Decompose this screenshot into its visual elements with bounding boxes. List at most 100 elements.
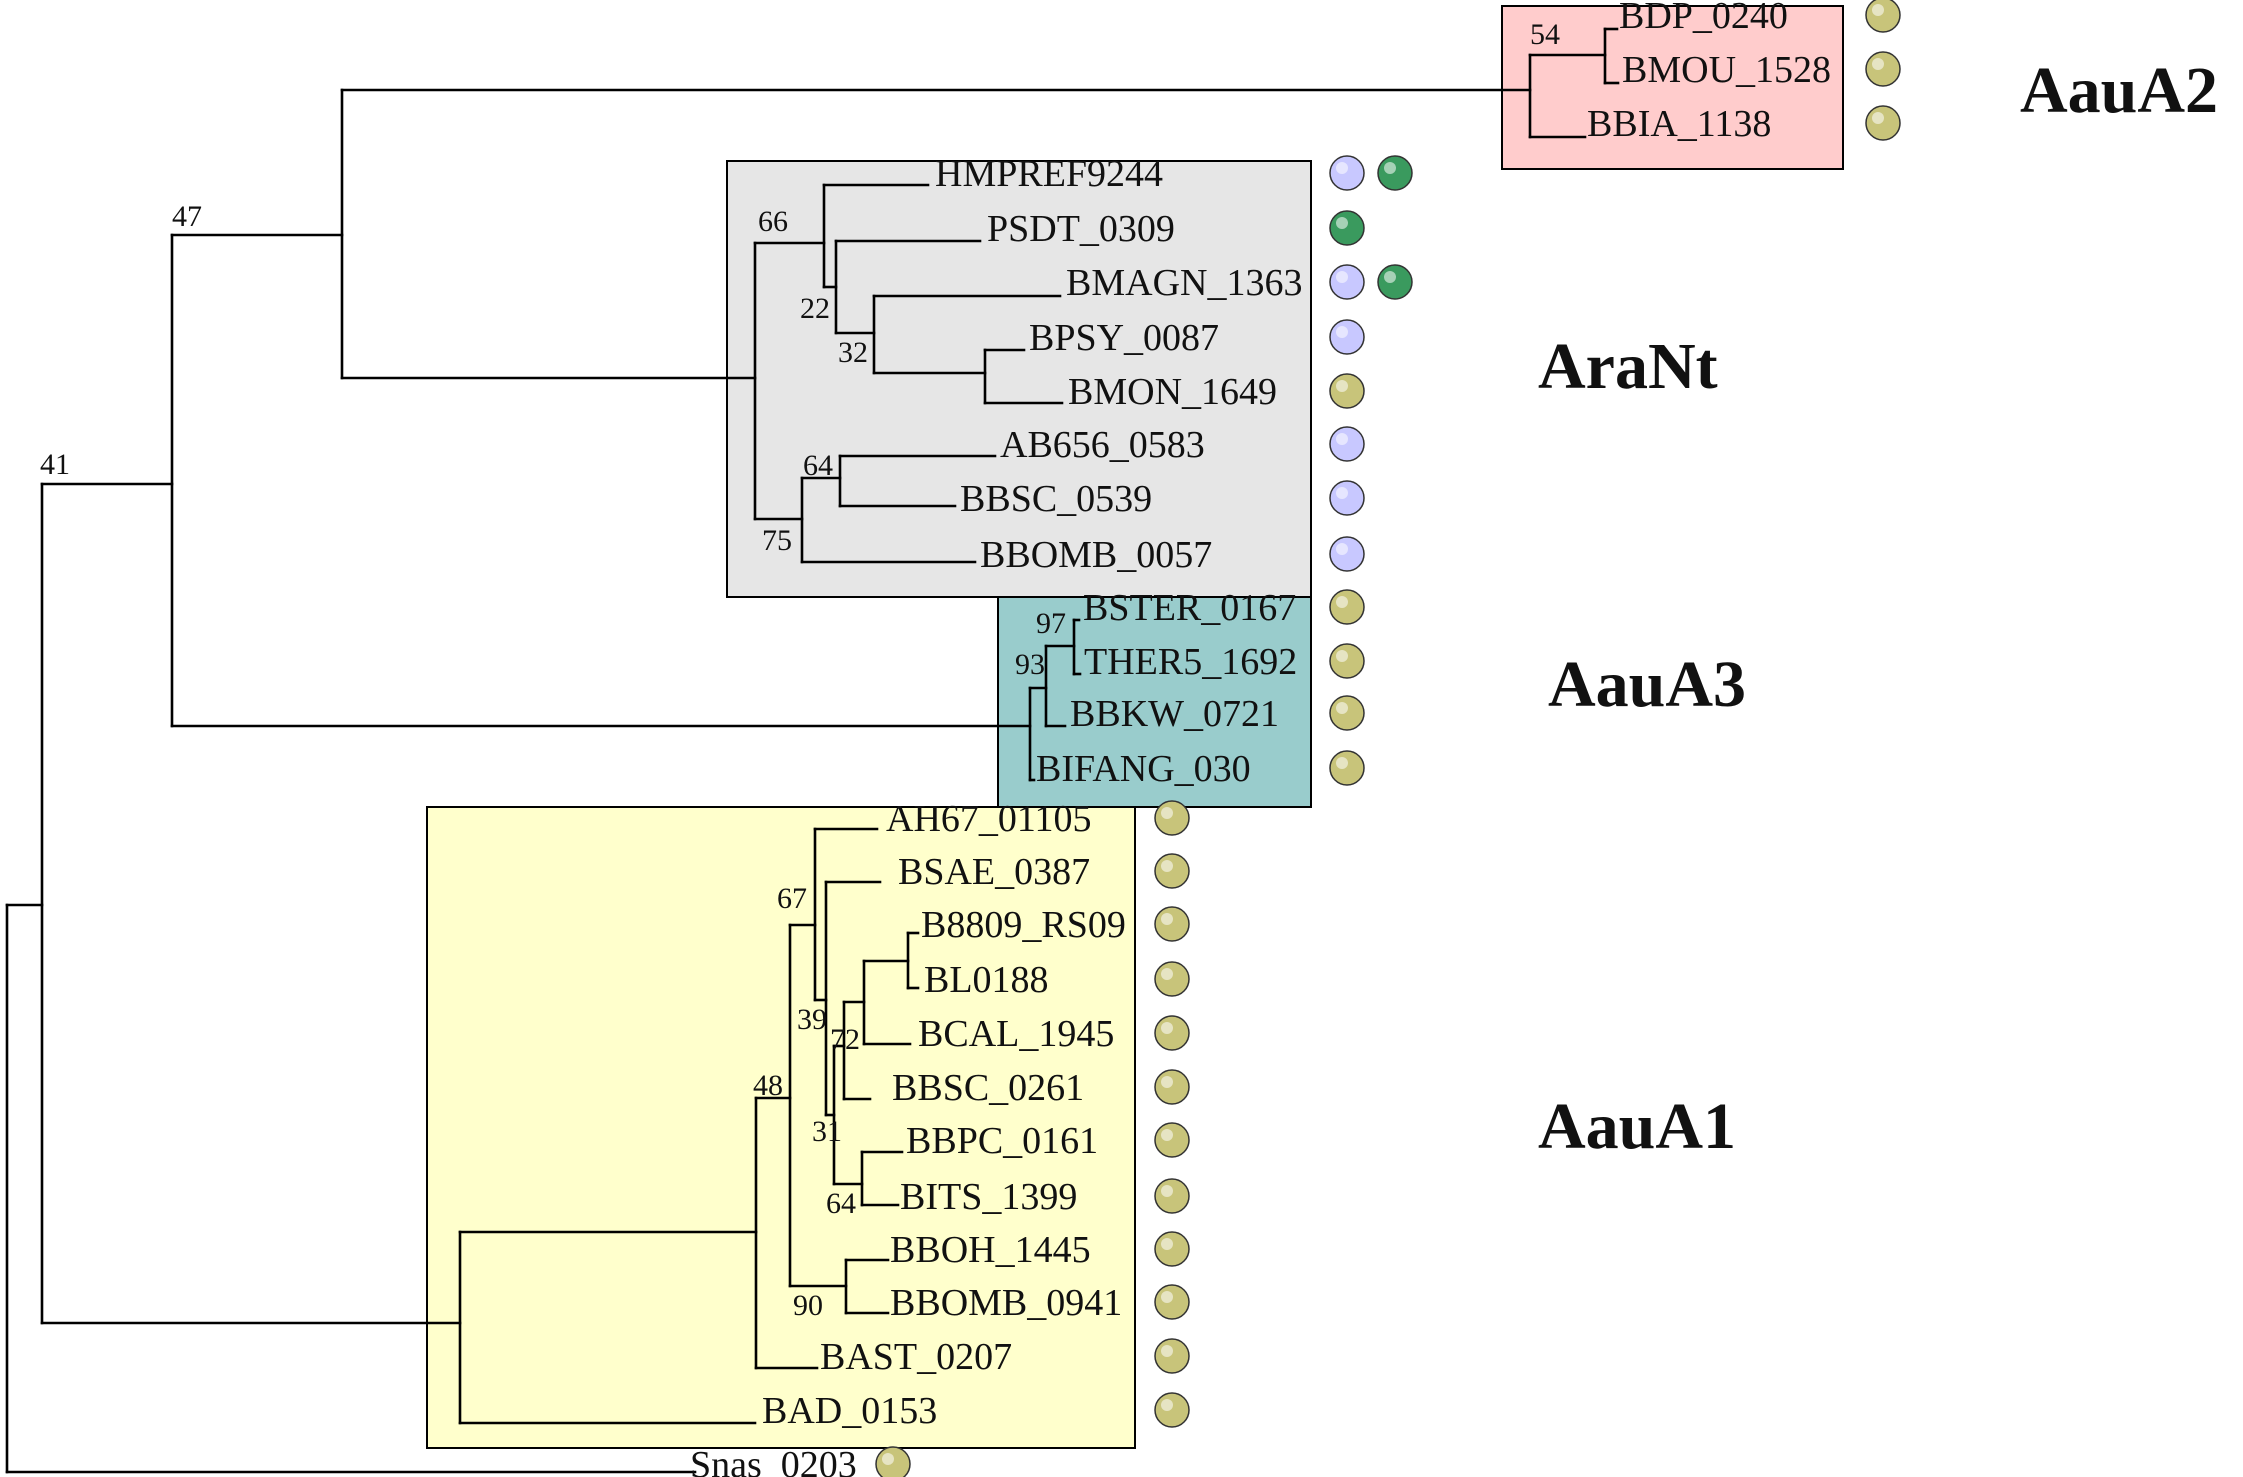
marker-highlight xyxy=(1161,1185,1173,1197)
leaf-label: BDP_0240 xyxy=(1619,0,1788,37)
marker-highlight xyxy=(1161,807,1173,819)
support-values: 54 47 41 66 22 32 64 75 97 93 67 39 72 4… xyxy=(40,18,1560,1322)
leaf-label: BMON_1649 xyxy=(1068,371,1277,413)
clade-box-aaua3 xyxy=(997,596,1312,808)
leaf-label: BBIA_1138 xyxy=(1587,103,1771,145)
clade-label-arant: AraNt xyxy=(1538,330,1718,403)
green-marker xyxy=(1377,155,1413,191)
marker-highlight xyxy=(1336,326,1348,338)
marker-highlight xyxy=(1384,162,1396,174)
olive-marker xyxy=(1154,961,1190,997)
olive-marker xyxy=(1154,1392,1190,1428)
marker-highlight xyxy=(1336,543,1348,555)
purple-marker xyxy=(1329,536,1365,572)
marker-highlight xyxy=(1336,433,1348,445)
leaf-label: BAD_0153 xyxy=(762,1390,937,1432)
olive-marker xyxy=(1154,800,1190,836)
leaf-label: BBOMB_0941 xyxy=(890,1282,1122,1324)
leaf-label: BSTER_0167 xyxy=(1083,587,1296,629)
leaf-label: BL0188 xyxy=(924,959,1049,1001)
olive-marker xyxy=(1329,373,1365,409)
olive-marker xyxy=(1329,750,1365,786)
support-value: 47 xyxy=(172,200,202,233)
olive-marker xyxy=(1154,853,1190,889)
purple-marker xyxy=(1329,155,1365,191)
leaf-label: PSDT_0309 xyxy=(987,208,1175,250)
leaf-label: AH67_01105 xyxy=(886,798,1091,840)
olive-marker xyxy=(1329,695,1365,731)
support-value: 54 xyxy=(1530,18,1560,51)
tree-branches xyxy=(5,27,1620,1474)
leaf-label: BMAGN_1363 xyxy=(1066,262,1302,304)
marker-highlight xyxy=(1161,1129,1173,1141)
marker-highlight xyxy=(1336,596,1348,608)
leaf-label: BBOMB_0057 xyxy=(980,534,1212,576)
support-value: 97 xyxy=(1036,607,1066,640)
support-value: 72 xyxy=(830,1023,860,1056)
green-marker xyxy=(1329,210,1365,246)
marker-highlight xyxy=(1161,1076,1173,1088)
green-marker xyxy=(1377,264,1413,300)
olive-marker xyxy=(1154,1231,1190,1267)
marker-highlight xyxy=(1336,380,1348,392)
olive-marker xyxy=(1865,51,1901,87)
support-value: 31 xyxy=(812,1115,842,1148)
olive-marker xyxy=(1154,906,1190,942)
support-value: 64 xyxy=(803,449,833,482)
olive-marker xyxy=(1154,1069,1190,1105)
purple-marker xyxy=(1329,264,1365,300)
marker-highlight xyxy=(1336,650,1348,662)
clade-labels: AauA2 AraNt AauA3 AauA1 xyxy=(1538,54,2218,1163)
olive-marker xyxy=(1154,1178,1190,1214)
clade-box-aaua1 xyxy=(426,806,1136,1449)
support-value: 93 xyxy=(1015,648,1045,681)
clade-label-aaua2: AauA2 xyxy=(2020,54,2218,127)
clade-label-aaua1: AauA1 xyxy=(1538,1090,1736,1163)
clade-label-aaua3: AauA3 xyxy=(1548,648,1746,721)
marker-highlight xyxy=(1336,162,1348,174)
olive-marker xyxy=(1865,105,1901,141)
leaf-label: BBKW_0721 xyxy=(1070,693,1279,735)
marker-highlight xyxy=(1161,1399,1173,1411)
leaf-label: BBOH_1445 xyxy=(890,1229,1091,1271)
support-value: 66 xyxy=(758,205,788,238)
leaf-label: BBPC_0161 xyxy=(906,1120,1098,1162)
leaf-label: BCAL_1945 xyxy=(918,1013,1114,1055)
marker-highlight xyxy=(1872,58,1884,70)
olive-marker xyxy=(1154,1338,1190,1374)
marker-highlight xyxy=(1336,702,1348,714)
marker-highlight xyxy=(1161,1345,1173,1357)
marker-highlight xyxy=(1336,217,1348,229)
marker-highlight xyxy=(1336,757,1348,769)
olive-marker xyxy=(1329,643,1365,679)
leaf-label: Snas_0203 xyxy=(690,1444,857,1477)
marker-highlight xyxy=(1161,1291,1173,1303)
marker-highlight xyxy=(1161,913,1173,925)
leaf-label: THER5_1692 xyxy=(1084,641,1297,683)
marker-highlight xyxy=(1336,487,1348,499)
leaf-label: BBSC_0261 xyxy=(892,1067,1084,1109)
olive-marker xyxy=(1329,589,1365,625)
marker-highlight xyxy=(1161,968,1173,980)
support-value: 48 xyxy=(753,1069,783,1102)
support-value: 67 xyxy=(777,882,807,915)
marker-highlight xyxy=(882,1453,894,1465)
leaf-label: B8809_RS09 xyxy=(921,904,1126,946)
marker-highlight xyxy=(1161,1238,1173,1250)
marker-highlight xyxy=(1161,1022,1173,1034)
leaf-label: HMPREF9244 xyxy=(935,153,1163,195)
support-value: 75 xyxy=(762,524,792,557)
leaf-label: BAST_0207 xyxy=(820,1336,1012,1378)
leaf-label: AB656_0583 xyxy=(1000,424,1205,466)
support-value: 32 xyxy=(838,336,868,369)
purple-marker xyxy=(1329,480,1365,516)
support-value: 64 xyxy=(826,1187,856,1220)
support-value: 22 xyxy=(800,292,830,325)
leaf-label: BSAE_0387 xyxy=(898,851,1090,893)
leaf-label: BPSY_0087 xyxy=(1029,317,1219,359)
marker-highlight xyxy=(1384,271,1396,283)
clade-box-aaua2 xyxy=(1501,5,1844,170)
marker-highlight xyxy=(1872,4,1884,16)
